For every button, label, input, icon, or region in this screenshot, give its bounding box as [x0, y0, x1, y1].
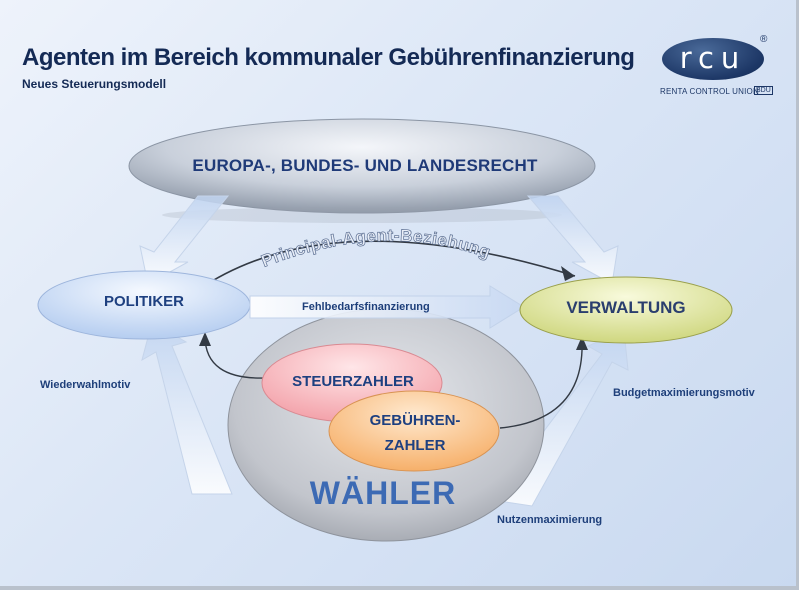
taxpayers-label: STEUERZAHLER — [292, 373, 414, 390]
page-title: Agenten im Bereich kommunaler Gebührenfi… — [22, 44, 635, 71]
administration-oval — [519, 276, 733, 344]
rcu-logo: rcu ® RENTA CONTROL UNION BDU — [660, 34, 773, 104]
principal-agent-arrowhead — [561, 266, 575, 281]
law-oval — [128, 118, 596, 214]
administration-label: VERWALTUNG — [566, 298, 686, 317]
fee-payers-label-line1: GEBÜHREN- — [369, 412, 461, 429]
arrow-voters-to-politician — [141, 321, 233, 495]
politician-label: POLITIKER — [103, 293, 184, 310]
budget-motive-label: Budgetmaximierungsmotiv — [613, 387, 755, 399]
logo-company-name: RENTA CONTROL UNION — [660, 87, 759, 96]
law-label: EUROPA-, BUNDES- UND LANDESRECHT — [192, 156, 538, 175]
loop-feepayers-to-administration — [499, 339, 583, 429]
logo-letters: rcu — [679, 41, 747, 75]
logo-oval — [662, 38, 764, 80]
page-subtitle: Neues Steuerungsmodell — [22, 77, 167, 91]
law-oval-shadow — [162, 207, 562, 223]
logo-registered-mark: ® — [760, 34, 768, 45]
arrow-law-to-administration — [526, 195, 619, 285]
logo-badge: BDU — [754, 86, 773, 95]
fee-payers-label-line2: ZAHLER — [384, 437, 446, 454]
arrow-deficit-financing — [249, 285, 525, 329]
reelection-motive-label: Wiederwahlmotiv — [40, 379, 131, 391]
fee-payers-oval — [328, 390, 500, 472]
deficit-financing-label: Fehlbedarfsfinanzierung — [302, 301, 430, 313]
principal-agent-arc — [197, 240, 576, 291]
loop-left-arrowhead — [199, 332, 211, 346]
voters-label: WÄHLER — [309, 475, 457, 511]
utility-max-label: Nutzenmaximierung — [497, 514, 603, 526]
principal-agent-textpath: Principal-Agent-Beziehung — [258, 226, 493, 272]
loop-right-arrowhead — [576, 336, 588, 350]
agent-diagram: Principal-Agent-Beziehung — [37, 118, 733, 542]
principal-agent-label: Principal-Agent-Beziehung — [259, 226, 494, 271]
